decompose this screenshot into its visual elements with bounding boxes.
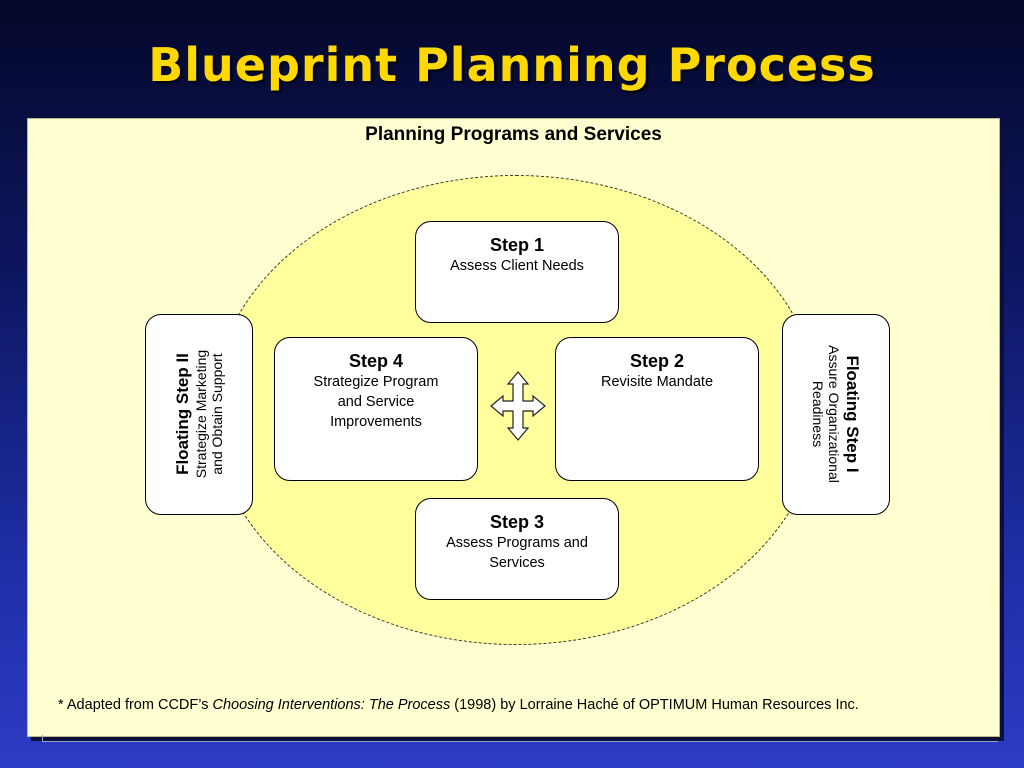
step-3-title: Step 3 (489, 512, 545, 532)
step-3-desc-line-2: Services (489, 555, 545, 571)
step-4-desc-line-1: Strategize Program (313, 374, 439, 390)
step-2-box: Step 2 Revisite Mandate (555, 337, 759, 481)
floating-step-2-text: Floating Step II Strategize Marketing an… (173, 314, 225, 514)
step-2-desc: Revisite Mandate (600, 374, 714, 390)
step-2-title: Step 2 (629, 351, 685, 371)
floating-step-2-desc-line-2: and Obtain Support (209, 353, 225, 475)
footnote-prefix: Adapted from CCDF’s (66, 697, 209, 713)
floating-step-1-desc-line-2: Readiness (810, 380, 826, 448)
panel-bottom-line (42, 741, 998, 742)
floating-step-1-title: Floating Step I (843, 355, 862, 473)
floating-step-2-desc-line-1: Strategize Marketing (193, 349, 209, 479)
step-1-desc: Assess Client Needs (450, 258, 584, 274)
footnote-suffix: (1998) by Lorraine Haché of OPTIMUM Huma… (454, 697, 859, 713)
footnote-work-title: Choosing Interventions: The Process (212, 697, 451, 713)
floating-step-1-text: Floating Step I Assure Organizational Re… (810, 314, 862, 514)
floating-step-2-title: Floating Step II (173, 353, 192, 475)
footnote: * Adapted from CCDF’s Choosing Intervent… (58, 697, 998, 713)
footnote-marker: * (58, 697, 64, 713)
slide-title: Blueprint Planning Process (148, 38, 876, 92)
step-4-desc-line-3: Improvements (330, 414, 422, 430)
step-4-box: Step 4 Strategize Program and Service Im… (274, 337, 478, 481)
floating-step-2-box (145, 314, 253, 515)
step-3-desc-line-1: Assess Programs and (446, 535, 588, 551)
diagram-heading: Planning Programs and Services (365, 124, 662, 145)
step-1-title: Step 1 (489, 235, 545, 255)
step-3-box: Step 3 Assess Programs and Services (415, 498, 619, 600)
step-4-desc-line-2: and Service (337, 394, 415, 410)
diagram-panel: Planning Programs and Services Step 1 As… (27, 118, 1000, 737)
four-way-arrow-icon (490, 371, 546, 446)
panel-left-line (42, 735, 43, 742)
step-1-box: Step 1 Assess Client Needs (415, 221, 619, 323)
floating-step-1-desc-line-1: Assure Organizational (826, 345, 842, 483)
floating-step-1-box (782, 314, 890, 515)
step-4-title: Step 4 (348, 351, 404, 371)
